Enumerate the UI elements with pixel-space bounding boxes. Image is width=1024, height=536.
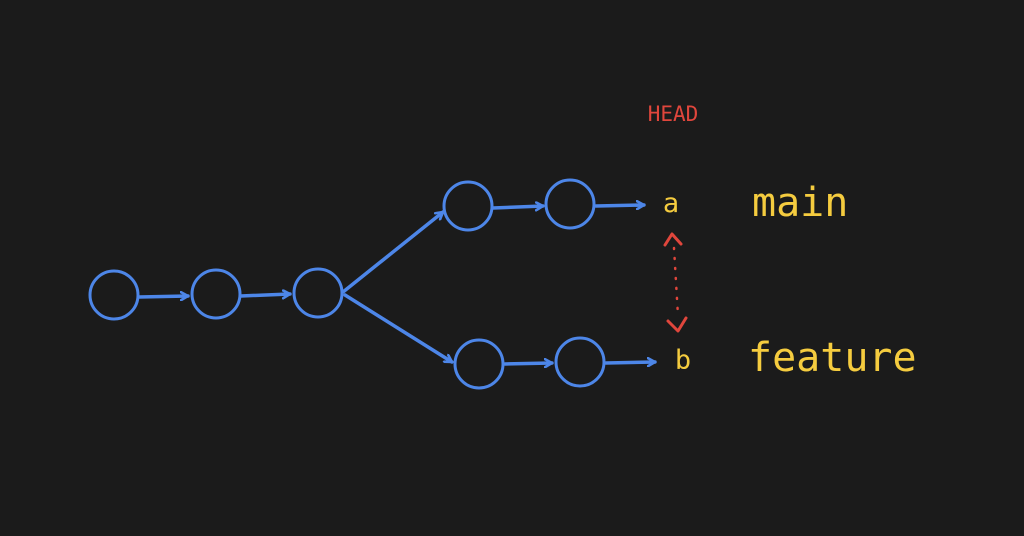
head-arrow-up-icon	[663, 232, 683, 247]
commit-node	[554, 336, 606, 388]
commit-label-b: b	[675, 345, 691, 376]
head-arrow-down-icon	[666, 316, 688, 333]
head-label: HEAD	[648, 102, 699, 126]
commit-node	[88, 269, 140, 321]
branch-label-main: main	[752, 180, 848, 226]
edge-c1-c2	[137, 296, 190, 297]
edge-c5-a	[594, 205, 646, 206]
head-dotted-link	[672, 246, 680, 318]
commit-node	[442, 180, 494, 232]
edge-c2-c3	[239, 294, 292, 296]
edge-c3-c4	[341, 210, 445, 294]
edge-c6-c7	[503, 363, 554, 364]
branch-label-feature: feature	[748, 335, 917, 381]
commit-node	[190, 268, 242, 320]
edge-c4-c5	[491, 206, 545, 208]
head-switch-indicator	[663, 232, 688, 333]
edge-c3-c6	[343, 293, 454, 364]
commits: a b	[88, 178, 691, 390]
edges	[137, 205, 657, 364]
commit-node	[453, 338, 505, 390]
commit-node	[544, 178, 596, 230]
commit-node	[292, 267, 344, 319]
commit-label-a: a	[663, 188, 679, 219]
edge-c7-b	[604, 362, 657, 363]
